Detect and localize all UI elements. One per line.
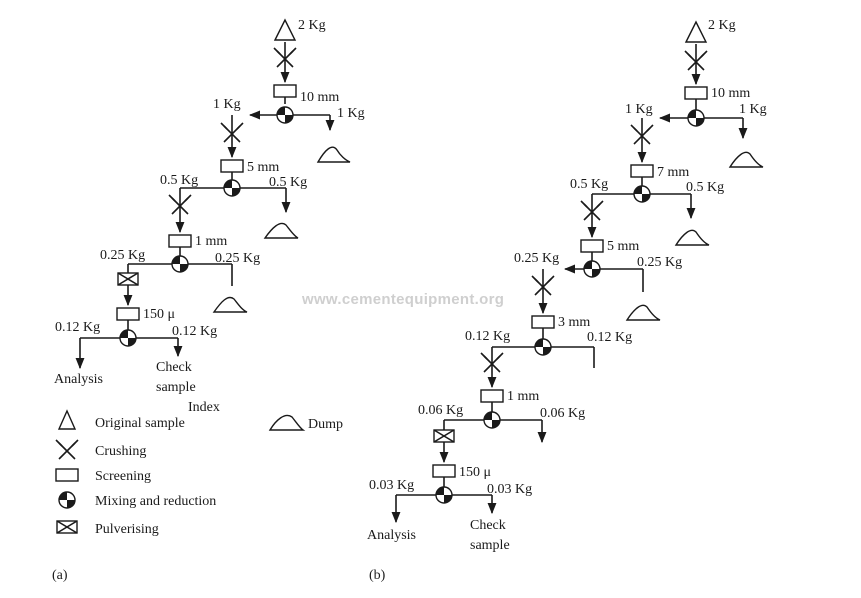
split-right-b3: 0.25 Kg	[637, 255, 682, 270]
legend: Index Original sample Crushing Screening…	[55, 400, 343, 537]
screen-label-b5: 1 mm	[507, 389, 539, 404]
split-right-b5: 0.06 Kg	[540, 406, 585, 421]
legend-label-original: Original sample	[95, 416, 185, 431]
triangle-icon	[684, 20, 708, 43]
screen-label-b4: 3 mm	[558, 315, 590, 330]
screen-label-1: 10 mm	[300, 90, 339, 105]
check-sample-line2: sample	[156, 380, 196, 395]
dump-icon	[674, 229, 710, 246]
split-left-b1: 1 Kg	[625, 102, 653, 117]
mixing-icon	[223, 179, 241, 197]
split-left-b2: 0.5 Kg	[570, 177, 608, 192]
mixing-icon	[435, 486, 453, 504]
screen-icon	[531, 315, 555, 329]
crush-icon	[273, 47, 297, 68]
dump-icon	[316, 146, 351, 163]
check-sample-b-line2: sample	[470, 538, 510, 553]
legend-label-dump: Dump	[308, 417, 343, 432]
screen-icon	[168, 234, 192, 248]
check-sample-b-line1: Check	[470, 518, 506, 533]
mixing-icon	[119, 329, 137, 347]
split-right-3: 0.25 Kg	[215, 251, 260, 266]
crush-icon	[220, 122, 244, 143]
dump-icon	[625, 304, 661, 321]
mixing-icon	[534, 338, 552, 356]
mixing-icon	[171, 255, 189, 273]
screen-label-b6: 150 μ	[459, 465, 491, 480]
mixing-icon	[483, 411, 501, 429]
legend-label-mixing: Mixing and reduction	[95, 494, 216, 509]
original-label-b: 2 Kg	[708, 18, 736, 33]
split-left-1: 1 Kg	[213, 97, 241, 112]
crush-icon	[480, 352, 504, 373]
crush-icon	[55, 439, 79, 460]
split-right-1: 1 Kg	[337, 106, 365, 121]
screen-label-b1: 10 mm	[711, 86, 750, 101]
screen-icon	[630, 164, 654, 178]
split-right-b2: 0.5 Kg	[686, 180, 724, 195]
mixing-icon	[583, 260, 601, 278]
crush-icon	[684, 50, 708, 71]
mixing-icon	[687, 109, 705, 127]
split-left-3: 0.25 Kg	[100, 248, 145, 263]
screen-icon	[684, 86, 708, 100]
panel-b: 2 Kg 10 mm 1 Kg 1 Kg 7 mm	[367, 18, 767, 583]
screen-label-b2: 7 mm	[657, 165, 689, 180]
original-label: 2 Kg	[298, 18, 326, 33]
screen-label-2: 5 mm	[247, 160, 279, 175]
split-left-2: 0.5 Kg	[160, 173, 198, 188]
analysis-label-b: Analysis	[367, 528, 416, 543]
crush-icon	[531, 275, 555, 296]
dump-icon	[263, 222, 299, 239]
split-left-b6: 0.03 Kg	[369, 478, 414, 493]
screen-icon	[432, 464, 456, 478]
caption-b: (b)	[369, 568, 386, 583]
split-left-4: 0.12 Kg	[55, 320, 100, 335]
screen-label-4: 150 μ	[143, 307, 175, 322]
legend-label-crushing: Crushing	[95, 444, 146, 459]
split-right-b6: 0.03 Kg	[487, 482, 532, 497]
panel-a: 2 Kg 10 mm 1 Kg 1 Kg 5 mm	[52, 18, 365, 583]
watermark: www.cementequipment.org	[301, 291, 504, 308]
pulverise-icon	[117, 272, 139, 286]
screen-icon	[116, 307, 140, 321]
dump-icon	[212, 296, 248, 313]
pulverise-icon	[433, 429, 455, 443]
triangle-icon	[273, 18, 297, 41]
mixing-icon	[276, 106, 294, 124]
crush-icon	[630, 124, 654, 145]
screen-label-b3: 5 mm	[607, 239, 639, 254]
crush-icon	[580, 200, 604, 221]
mixing-icon	[58, 491, 76, 509]
pulverise-icon	[56, 520, 78, 534]
split-left-b4: 0.12 Kg	[465, 329, 510, 344]
legend-label-screening: Screening	[95, 469, 151, 484]
screen-icon	[480, 389, 504, 403]
analysis-label: Analysis	[54, 372, 103, 387]
screen-icon	[55, 468, 79, 482]
legend-label-pulverising: Pulverising	[95, 522, 159, 537]
dump-icon	[728, 151, 764, 168]
mixing-icon	[633, 185, 651, 203]
split-right-b4: 0.12 Kg	[587, 330, 632, 345]
screen-icon	[220, 159, 244, 173]
screen-label-3: 1 mm	[195, 234, 227, 249]
legend-title: Index	[188, 400, 220, 415]
screen-icon	[273, 84, 297, 98]
triangle-icon	[57, 409, 77, 430]
split-left-b3: 0.25 Kg	[514, 251, 559, 266]
split-right-b1: 1 Kg	[739, 102, 767, 117]
dump-icon	[268, 414, 306, 431]
screen-icon	[580, 239, 604, 253]
split-left-b5: 0.06 Kg	[418, 403, 463, 418]
split-right-2: 0.5 Kg	[269, 175, 307, 190]
crush-icon	[168, 194, 192, 215]
caption-a: (a)	[52, 568, 68, 583]
check-sample-line1: Check	[156, 360, 192, 375]
split-right-4: 0.12 Kg	[172, 324, 217, 339]
